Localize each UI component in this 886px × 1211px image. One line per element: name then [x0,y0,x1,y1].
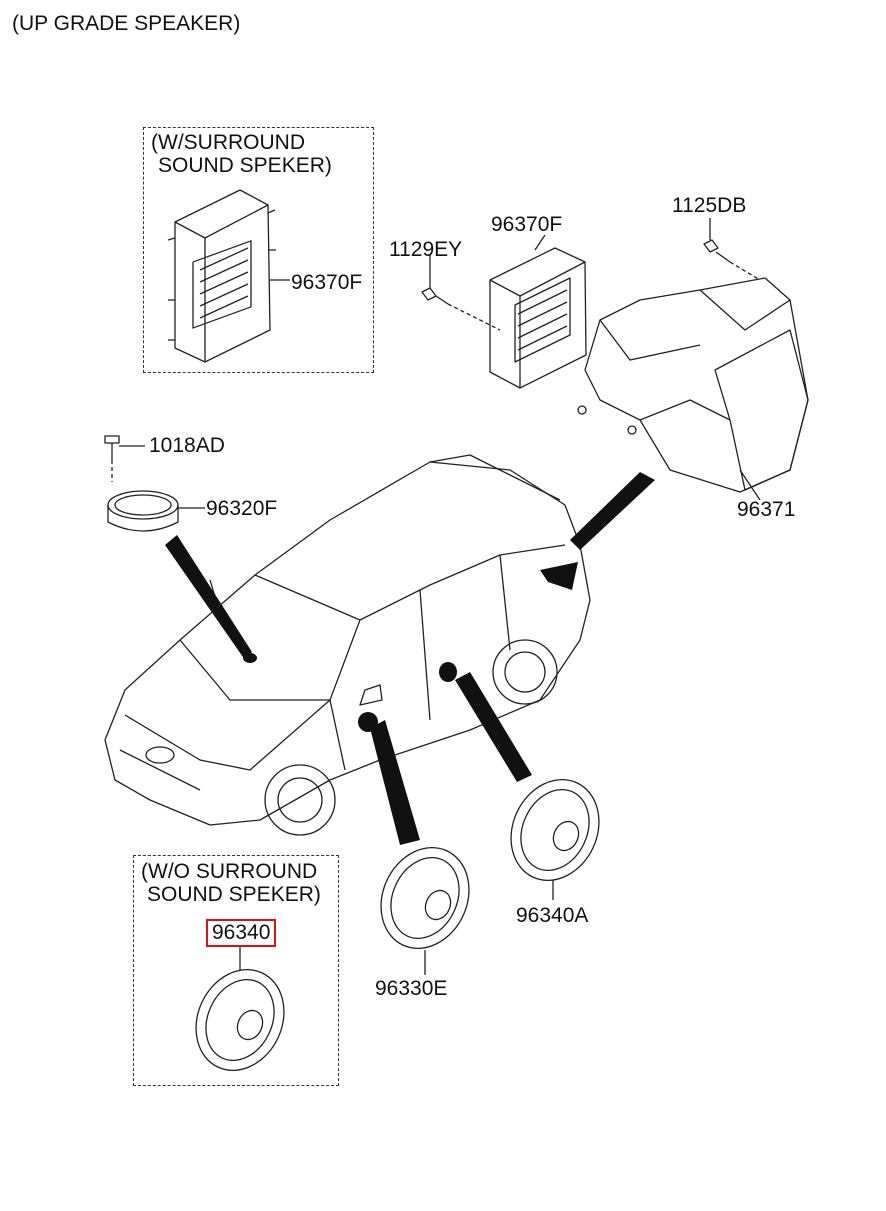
part-label-screw-a: 1129EY [389,238,463,261]
rear-door-speaker [510,778,600,900]
screw-1018ad-icon [104,435,145,482]
with-surround-label-1: (W/SURROUND [151,131,305,154]
part-label-front-door-speaker: 96330E [375,977,448,1000]
without-surround-label-1: (W/O SURROUND [141,860,318,883]
subwoofer-enclosure [577,277,809,501]
part-label-woofer-box: 96371 [737,498,796,521]
screw-1129ey-icon [421,255,501,331]
part-label-screw-c: 1018AD [149,434,225,457]
part-label-rear-door-speaker: 96340A [516,904,589,927]
front-door-speaker [380,846,470,975]
amplifier-unit [489,234,587,389]
part-label-amp-boxed: 96370F [291,271,363,294]
part-label-amp: 96370F [491,213,563,236]
amplifier-unit-boxed [167,189,290,363]
screw-1125db-icon [703,218,761,281]
with-surround-box [143,127,374,373]
without-surround-label-2: SOUND SPEKER) [147,883,321,906]
speaker-without-surround [195,945,285,1072]
callout-pointers [165,472,655,845]
part-label-tweeter: 96320F [206,497,278,520]
with-surround-label-2: SOUND SPEKER) [158,154,332,177]
without-surround-box [133,855,339,1086]
part-label-speaker-wo-surround: 96340 [206,919,277,947]
page-title: (UP GRADE SPEAKER) [12,12,241,35]
part-label-screw-b: 1125DB [672,194,747,217]
tweeter-speaker [107,490,205,532]
